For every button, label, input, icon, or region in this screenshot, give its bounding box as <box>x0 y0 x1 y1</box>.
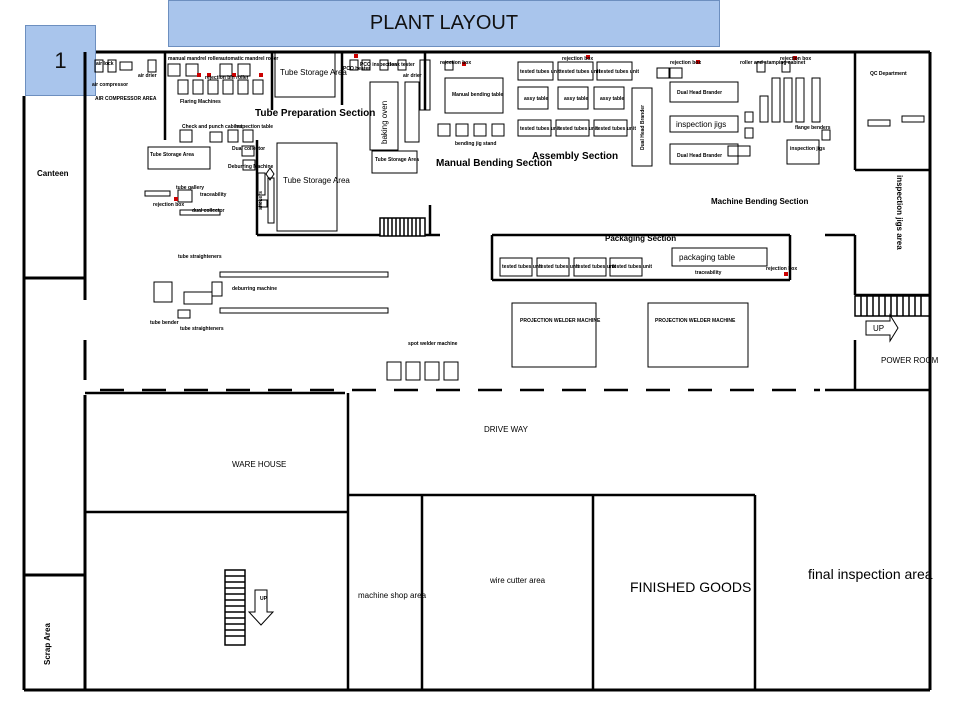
label-air-lock: air lock <box>96 61 114 67</box>
label-packaging-table: packaging table <box>679 253 736 262</box>
label-dual-head-brander-v: Dual Head Brander <box>640 105 646 150</box>
label-tested-tubes-5: tested tubes unit <box>558 126 598 132</box>
label-rejection-bin-roller: rejection bin roller <box>205 75 249 81</box>
label-dual-collector2: dual collector <box>192 208 225 214</box>
label-up-right: UP <box>873 324 884 333</box>
label-dual-head-brander-1: Dual Head Brander <box>677 90 722 96</box>
label-leak-tester: leak tester <box>390 62 415 68</box>
label-tube-storage-top: Tube Storage Area <box>280 68 347 77</box>
label-spot-welder: spot welder machine <box>408 341 458 347</box>
label-tube-storage-small: Tube Storage Area <box>375 157 419 163</box>
label-bending-jig-stand: bending jig stand <box>455 141 496 147</box>
label-automatic-mandrel-roller: automatic mandrel roller <box>220 56 278 62</box>
label-assy-table-3: assy table <box>600 96 624 102</box>
label-rejection-box-mb1: rejection box <box>440 60 471 66</box>
label-machine-bending-section: Machine Bending Section <box>711 197 808 206</box>
label-machine-shop: machine shop area <box>358 591 427 600</box>
label-stickers: stickers <box>258 191 264 210</box>
label-tube-storage-left: Tube Storage Area <box>150 152 194 158</box>
label-tube-bender: tube bender <box>150 320 179 326</box>
label-assembly-section: Assembly Section <box>532 151 618 162</box>
label-projection-welder-2: PROJECTION WELDER MACHINE <box>655 318 736 324</box>
label-tube-storage-big: Tube Storage Area <box>283 176 350 185</box>
label-rejection-box-pk: rejection box <box>766 266 797 272</box>
page-title: PLANT LAYOUT <box>168 0 720 47</box>
label-inspection-jigs-box: inspection jigs <box>676 120 726 129</box>
label-dual-collector: Dual collector <box>232 146 265 152</box>
label-pco-heater: PCO heater <box>343 66 370 72</box>
label-qc-department: QC Department <box>870 71 907 77</box>
label-tube-straighteners-top: tube straighteners <box>178 254 222 260</box>
label-flange-benders: flange benders <box>795 125 831 131</box>
label-inspection-table: Inspection table <box>235 124 273 130</box>
label-air-compressor: air compressor <box>92 82 128 88</box>
label-air-compressor-area: AIR COMPRESSOR AREA <box>95 96 157 102</box>
label-check-punch: Check and punch cabinet <box>182 124 243 130</box>
label-air-dryer2: air drier <box>403 73 422 79</box>
label-traceability: traceability <box>200 192 227 198</box>
label-manual-mandrel-roller: manual mandrel roller <box>168 56 220 62</box>
label-canteen: Canteen <box>37 169 69 178</box>
label-ware-house: WARE HOUSE <box>232 460 286 469</box>
label-tube-gallery: tube gallery <box>176 185 204 191</box>
label-final-inspection: final inspection area <box>808 566 933 582</box>
label-tested-tubes-p2: tested tubes unit <box>539 264 579 270</box>
label-tested-tubes-2: tested tubes unit <box>560 69 600 75</box>
label-tube-straighteners-bottom: tube straighteners <box>180 326 224 332</box>
label-baking-oven: baking oven <box>380 101 389 144</box>
label-up-stair: UP <box>260 596 268 602</box>
label-rejection-box-mb2: rejection box <box>562 56 593 62</box>
label-wire-cutter: wire cutter area <box>489 576 546 585</box>
label-pco-inspection: PCO inspection <box>360 62 397 68</box>
label-deburring-machine2: deburring machine <box>232 286 277 292</box>
label-tested-tubes-6: tested tubes unit <box>596 126 636 132</box>
label-tested-tubes-1: tested tubes unit <box>520 69 560 75</box>
label-deburring-machine: Deburring Machine <box>228 164 274 170</box>
label-manual-bending-section: Manual Bending Section <box>436 158 552 169</box>
label-tested-tubes-p1: tested tubes unit <box>502 264 542 270</box>
label-tube-prep-section: Tube Preparation Section <box>255 108 375 119</box>
label-rejection-box-a2: rejection box <box>780 56 811 62</box>
outer-walls <box>22 50 932 692</box>
label-inspection-jigs-small: inspection jigs <box>790 146 825 152</box>
label-assy-table-2: assy table <box>564 96 588 102</box>
label-dual-head-brander-2: Dual Head Brander <box>677 153 722 159</box>
label-traceability2: traceability <box>695 270 722 276</box>
label-scrap-area: Scrap Area <box>43 623 52 666</box>
label-tested-tubes-4: tested tubes unit <box>520 126 560 132</box>
label-flaring-machines: Flaring Machines <box>180 99 221 105</box>
label-manual-bending-table: Manual bending table <box>452 92 503 98</box>
label-tested-tubes-3: tested tubes unit <box>599 69 639 75</box>
label-rejection-box-a1: rejection box <box>670 60 701 66</box>
label-roller-stamping: roller and stamping cabinet <box>740 60 806 66</box>
label-power-room: POWER ROOM <box>881 356 939 365</box>
label-air-dryer: air drier <box>138 73 157 79</box>
label-tested-tubes-p4: tested tubes unit <box>612 264 652 270</box>
label-rejection-box-left: rejection box <box>153 202 184 208</box>
label-packaging-section: Packaging Section <box>605 234 676 243</box>
label-projection-welder-1: PROJECTION WELDER MACHINE <box>520 318 601 324</box>
label-drive-way: DRIVE WAY <box>484 425 529 434</box>
label-tested-tubes-p3: tested tubes unit <box>576 264 616 270</box>
label-finished-goods: FINISHED GOODS <box>630 579 751 595</box>
label-inspection-jigs-area: inspection jigs area <box>895 175 904 250</box>
label-assy-table-1: assy table <box>524 96 548 102</box>
